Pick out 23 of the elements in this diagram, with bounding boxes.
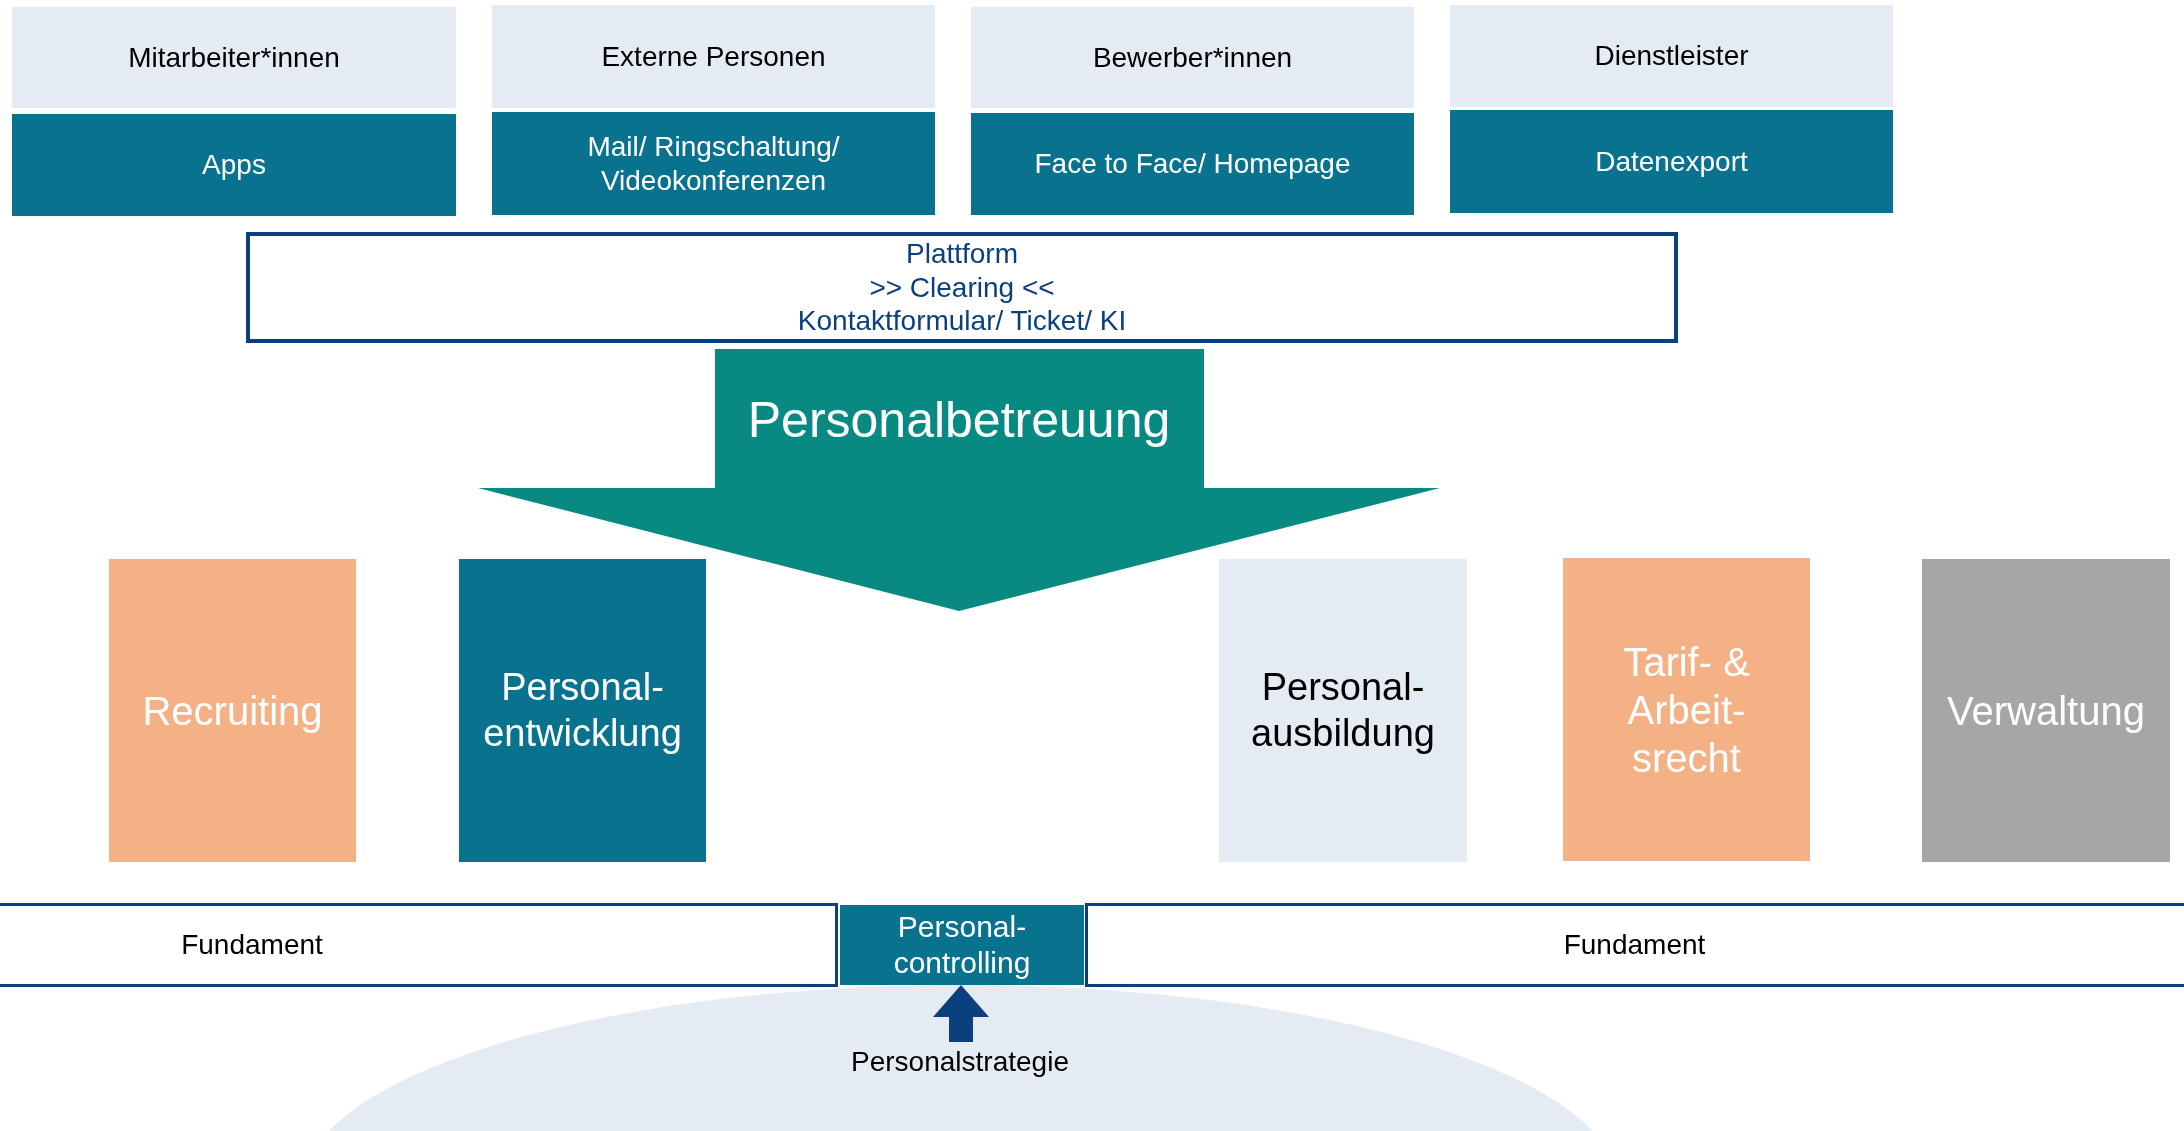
platform-text: Plattform	[906, 237, 1018, 271]
audience-box: Dienstleister	[1450, 5, 1893, 107]
pillar-box: Tarif- & Arbeit- srecht	[1563, 558, 1810, 861]
platform-text: Kontaktformular/ Ticket/ KI	[797, 304, 1127, 338]
channel-box: Face to Face/ Homepage	[971, 113, 1414, 215]
arrow-label: Personalbetreuung	[747, 391, 1171, 450]
pillar-box: Verwaltung	[1922, 559, 2170, 862]
controlling-box: Personal- controlling	[840, 905, 1084, 985]
strategy-label: Personalstrategie	[820, 1042, 1100, 1082]
audience-box: Externe Personen	[492, 5, 935, 108]
pillar-box: Recruiting	[109, 559, 356, 862]
channel-box: Apps	[12, 114, 456, 216]
channel-box: Mail/ Ringschaltung/ Videokonferenzen	[492, 112, 935, 215]
foundation-bar: Fundament	[1085, 903, 2184, 987]
platform-text: >> Clearing <<	[869, 270, 1055, 305]
channel-box: Datenexport	[1450, 110, 1893, 213]
audience-box: Bewerber*innen	[971, 7, 1414, 108]
platform-box	[246, 232, 1678, 343]
audience-box: Mitarbeiter*innen	[12, 7, 456, 108]
pillar-box: Personal- ausbildung	[1219, 559, 1467, 862]
up-arrow	[933, 985, 989, 1042]
foundation-bar: Fundament	[0, 903, 838, 987]
pillar-box: Personal- entwicklung	[459, 559, 706, 862]
